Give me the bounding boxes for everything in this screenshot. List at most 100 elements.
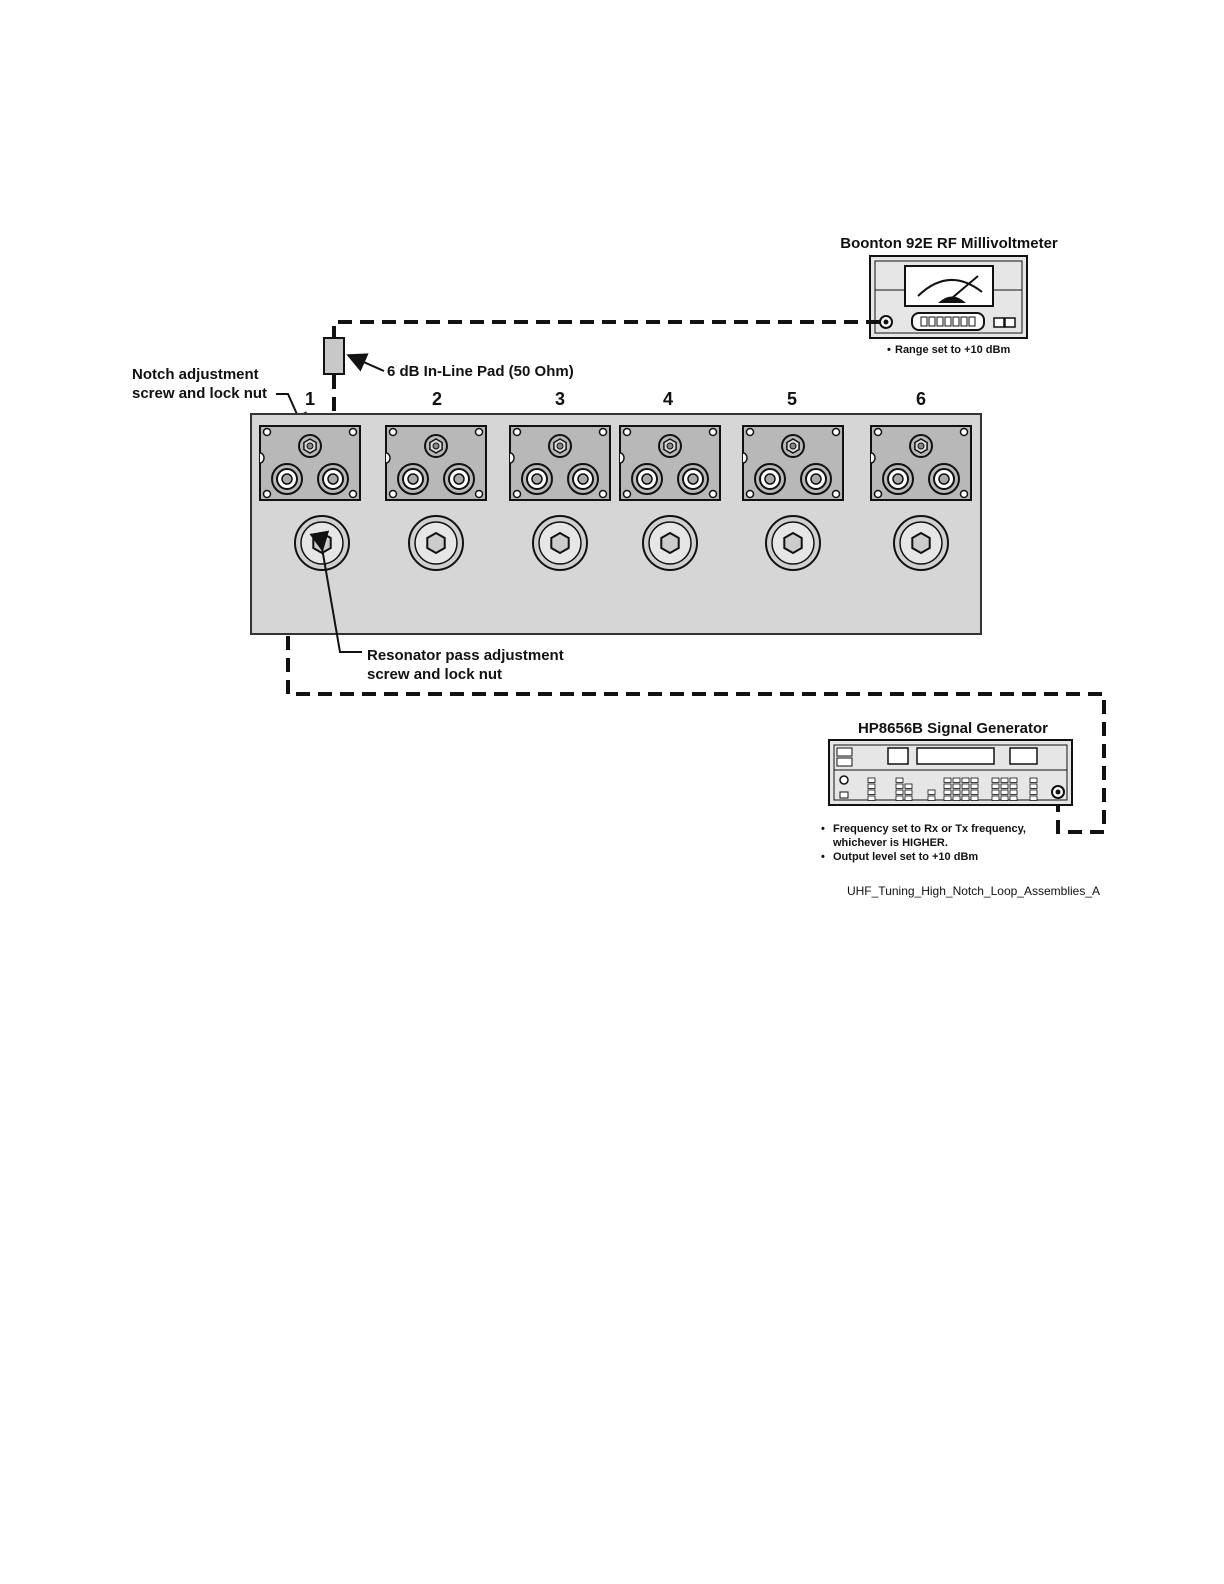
generator-key-icon — [952, 795, 961, 801]
mounting-screw-icon — [474, 489, 484, 499]
generator-key-icon — [1029, 783, 1038, 789]
generator-key-icon — [1009, 795, 1018, 801]
resonator-hex-head-icon — [911, 531, 931, 555]
cavity-3: 3 — [509, 389, 611, 571]
block-notch — [509, 452, 515, 464]
cavity-5: 5 — [742, 389, 844, 571]
generator-key-icon — [895, 789, 904, 795]
mounting-screw-icon — [348, 489, 358, 499]
mounting-screw-icon — [959, 489, 969, 499]
generator-key-icon — [904, 783, 913, 789]
notch-screw-head-icon — [917, 442, 925, 450]
generator-key-icon — [867, 777, 876, 783]
generator-key-icon — [961, 777, 970, 783]
block-notch — [619, 452, 625, 464]
generator-key-icon — [867, 789, 876, 795]
generator-key-icon — [904, 795, 913, 801]
generator-key-icon — [970, 783, 979, 789]
generator-key-icon — [970, 777, 979, 783]
generator-note2: Output level set to +10 dBm — [833, 851, 978, 863]
mounting-screw-icon — [598, 489, 608, 499]
generator-key-icon — [952, 777, 961, 783]
generator-key-icon — [1029, 777, 1038, 783]
mounting-screw-icon — [831, 489, 841, 499]
generator-note1-line2: whichever is HIGHER. — [832, 837, 948, 849]
pad-label: 6 dB In-Line Pad (50 Ohm) — [387, 363, 574, 380]
resonator-hex-head-icon — [783, 531, 803, 555]
loop-connector-pin — [407, 473, 419, 485]
cavity-number-5: 5 — [787, 389, 797, 409]
cavity-assemblies: 1 2 3 4 5 6 — [259, 389, 972, 571]
generator-key-icon — [895, 777, 904, 783]
generator-key-icon — [927, 789, 936, 795]
mounting-screw-icon — [622, 427, 632, 437]
cavity-1: 1 — [259, 389, 361, 571]
mounting-screw-icon — [598, 427, 608, 437]
mounting-screw-icon — [708, 489, 718, 499]
generator-key-icon — [943, 789, 952, 795]
generator-key-icon — [991, 789, 1000, 795]
notch-screw-head-icon — [666, 442, 674, 450]
generator-key-icon — [961, 789, 970, 795]
millivoltmeter-title: Boonton 92E RF Millivoltmeter — [840, 235, 1058, 252]
generator-key-icon — [1009, 777, 1018, 783]
mounting-screw-icon — [262, 427, 272, 437]
generator-note2-bullet: • — [821, 851, 825, 863]
resonator-pointer-arrow — [309, 530, 362, 653]
generator-key-icon — [991, 795, 1000, 801]
generator-title: HP8656B Signal Generator — [858, 720, 1048, 737]
generator-key-icon — [943, 777, 952, 783]
notch-label-line2: screw and lock nut — [132, 385, 267, 402]
loop-connector-pin — [764, 473, 776, 485]
notch-screw-head-icon — [306, 442, 314, 450]
cavity-number-6: 6 — [916, 389, 926, 409]
loop-connector-pin — [641, 473, 653, 485]
generator-key-icon — [895, 783, 904, 789]
generator-key-icon — [1009, 783, 1018, 789]
loop-connector-pin — [281, 473, 293, 485]
generator-key-icon — [1000, 789, 1009, 795]
notch-label-line1: Notch adjustment — [132, 366, 259, 383]
millivoltmeter-icon — [869, 255, 1028, 339]
mounting-screw-icon — [959, 427, 969, 437]
mounting-screw-icon — [831, 427, 841, 437]
cavity-number-4: 4 — [663, 389, 673, 409]
mounting-screw-icon — [622, 489, 632, 499]
cavity-4: 4 — [619, 389, 721, 571]
generator-key-icon — [991, 783, 1000, 789]
generator-key-icon — [1000, 795, 1009, 801]
generator-key-icon — [952, 783, 961, 789]
notch-screw-head-icon — [789, 442, 797, 450]
generator-key-icon — [991, 777, 1000, 783]
resonator-hex-head-icon — [660, 531, 680, 555]
generator-key-icon — [952, 789, 961, 795]
mounting-screw-icon — [512, 427, 522, 437]
loop-connector-pin — [892, 473, 904, 485]
cavity-2: 2 — [385, 389, 487, 571]
notch-screw-head-icon — [432, 442, 440, 450]
pad-pointer-arrow — [346, 353, 385, 372]
block-notch — [742, 452, 748, 464]
block-notch — [259, 452, 265, 464]
generator-key-icon — [927, 795, 936, 801]
millivoltmeter-note: Range set to +10 dBm — [895, 344, 1010, 356]
generator-key-icon — [961, 783, 970, 789]
generator-note1-line1: Frequency set to Rx or Tx frequency, — [833, 823, 1026, 835]
generator-key-icon — [867, 783, 876, 789]
generator-key-icon — [1000, 777, 1009, 783]
resonator-label-line1: Resonator pass adjustment — [367, 647, 564, 664]
mounting-screw-icon — [512, 489, 522, 499]
notch-screw-head-icon — [556, 442, 564, 450]
generator-key-icon — [961, 795, 970, 801]
cable-to-millivoltmeter — [332, 320, 880, 340]
block-notch — [385, 452, 391, 464]
loop-connector-pin — [531, 473, 543, 485]
generator-key-icon — [904, 789, 913, 795]
resonator-label-line2: screw and lock nut — [367, 666, 502, 683]
generator-note1-bullet: • — [821, 823, 825, 835]
resonator-hex-head-icon — [426, 531, 446, 555]
mounting-screw-icon — [474, 427, 484, 437]
mounting-screw-icon — [262, 489, 272, 499]
cavity-number-2: 2 — [432, 389, 442, 409]
